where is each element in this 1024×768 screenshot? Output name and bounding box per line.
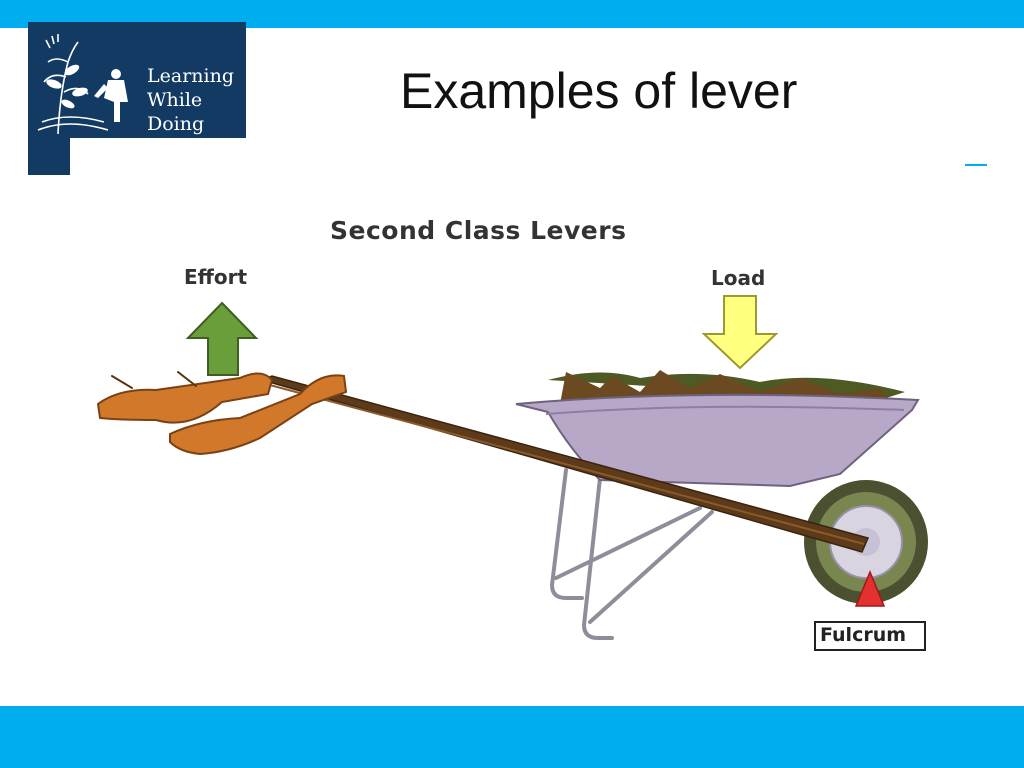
logo: Learning While Doing (28, 22, 246, 138)
wheelbarrow-tub (515, 370, 920, 488)
slide-title: Examples of lever (400, 63, 798, 119)
decorative-line (965, 164, 987, 166)
diagram-title: Second Class Levers (330, 216, 627, 245)
logo-line-2: While (147, 89, 203, 111)
logo-emblem-icon (37, 34, 128, 135)
effort-label: Effort (184, 265, 248, 289)
bottom-accent-bar (0, 706, 1024, 768)
logo-line-3: Doing (147, 113, 205, 135)
effort-arrow-icon (185, 301, 259, 376)
load-label: Load (711, 266, 766, 290)
logo-text: Learning While Doing (147, 64, 234, 136)
fulcrum-label-box (814, 621, 926, 651)
fulcrum-marker-icon (854, 570, 886, 607)
wheelbarrow-legs (549, 468, 714, 640)
logo-tab (28, 138, 70, 175)
fulcrum-label: Fulcrum (820, 624, 907, 646)
load-arrow-icon (701, 295, 779, 370)
arms (96, 372, 348, 456)
logo-line-1: Learning (147, 65, 234, 87)
